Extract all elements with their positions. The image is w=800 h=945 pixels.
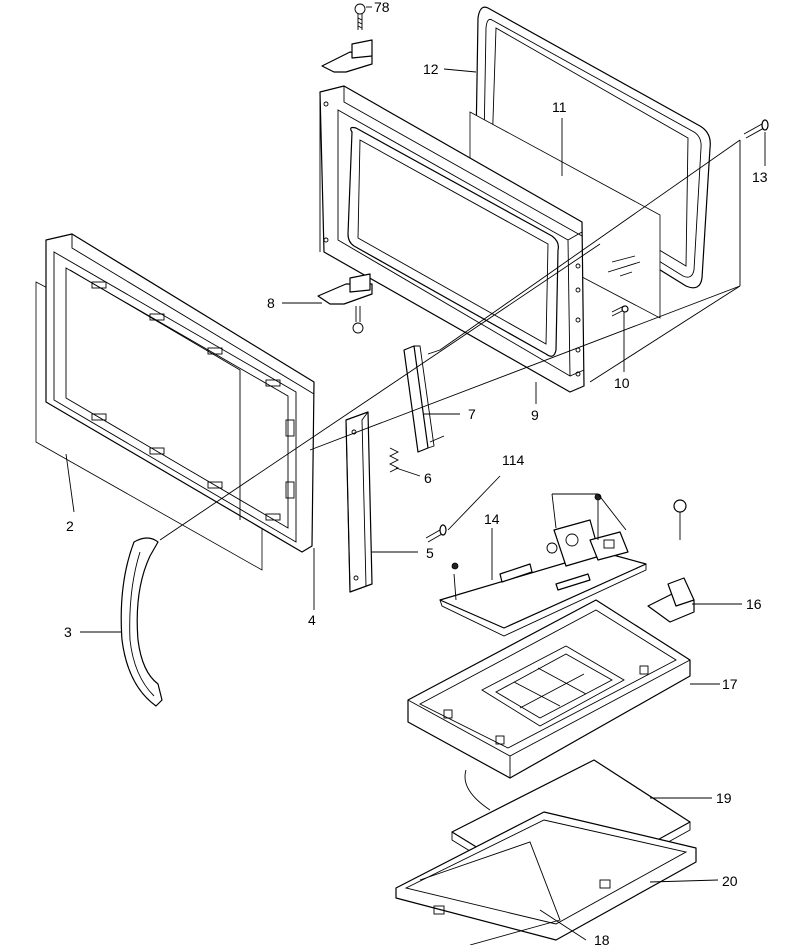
part-78-upper-hinge: [321, 3, 373, 73]
callout-17: 17: [722, 676, 738, 692]
callout-18: 18: [594, 932, 610, 945]
part-9-inner-door-frame: [319, 85, 585, 393]
part-5-latch-bar: [345, 411, 373, 593]
part-13-screw: [743, 119, 769, 139]
callout-3: 3: [64, 624, 72, 640]
part-7-latch-hook: [403, 345, 445, 453]
callout-14: 14: [484, 511, 500, 527]
callout-13: 13: [752, 169, 768, 185]
part-14-control-pcb: [439, 493, 647, 637]
callout-114: 114: [502, 452, 525, 468]
part-20-outer-panel: [395, 811, 697, 941]
callout-8: 8: [267, 295, 275, 311]
callout-19: 19: [716, 790, 732, 806]
callout-16: 16: [746, 596, 762, 612]
callout-9: 9: [531, 407, 539, 423]
callout-78: 78: [374, 0, 390, 15]
part-114-screw: [425, 524, 447, 543]
callout-12: 12: [423, 61, 439, 77]
part-16-latch-switch: [647, 499, 695, 623]
callout-20: 20: [722, 873, 738, 889]
callout-2: 2: [66, 518, 74, 534]
part-18-decor-panel: [419, 841, 561, 945]
leader-lines: [65, 6, 766, 941]
part-4-outer-door-frame: [45, 233, 315, 553]
part-10-pin: [611, 305, 629, 317]
part-8-lower-hinge: [317, 273, 373, 334]
callout-6: 6: [424, 470, 432, 486]
callout-10: 10: [614, 375, 630, 391]
part-17-control-frame: [407, 599, 691, 779]
part-3-door-handle: [120, 537, 163, 707]
callout-11: 11: [552, 99, 567, 115]
callout-5: 5: [426, 545, 434, 561]
callout-7: 7: [468, 406, 476, 422]
part-6-spring: [388, 447, 400, 473]
callout-4: 4: [308, 612, 316, 628]
callout-labels: 78 12 11 13 8 10 9 7 6 114 14 5 2 4 3 16…: [64, 0, 768, 945]
